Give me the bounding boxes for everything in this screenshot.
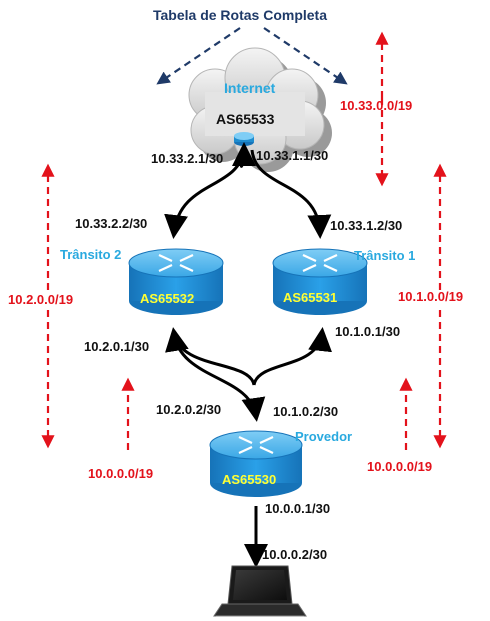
router-symbol-icon bbox=[302, 254, 338, 272]
router-symbol-icon bbox=[158, 254, 194, 272]
link-t1-down: 10.1.0.1/30 bbox=[335, 324, 401, 339]
router-transit1-name: Trânsito 1 bbox=[354, 248, 416, 263]
link-prov-down: 10.0.0.1/30 bbox=[265, 501, 331, 516]
router-provider-icon bbox=[209, 430, 303, 497]
router-provider-asn: AS65530 bbox=[222, 472, 277, 487]
router-transit1-icon bbox=[272, 248, 368, 315]
router-symbol-icon bbox=[238, 436, 274, 454]
route-prov-left: 10.0.0.0/19 bbox=[88, 466, 154, 481]
diagram-title: Tabela de Rotas Completa bbox=[153, 7, 328, 23]
route-t2-prefix: 10.2.0.0/19 bbox=[8, 292, 74, 307]
route-t1-prefix: 10.1.0.0/19 bbox=[398, 289, 464, 304]
internet-asn: AS65533 bbox=[216, 111, 275, 127]
link-prov-t2: 10.2.0.2/30 bbox=[156, 402, 222, 417]
router-provider-name: Provedor bbox=[295, 429, 353, 444]
link-laptop: 10.0.0.2/30 bbox=[262, 547, 328, 562]
route-internet-prefix: 10.33.0.0/19 bbox=[340, 98, 413, 113]
link-arrows bbox=[164, 142, 332, 568]
laptop-icon bbox=[213, 565, 307, 617]
router-transit2-icon bbox=[128, 248, 224, 315]
router-transit2-asn: AS65532 bbox=[140, 291, 195, 306]
link-t1-up: 10.33.1.2/30 bbox=[330, 218, 403, 233]
internet-label: Internet bbox=[224, 80, 276, 96]
link-prov-t1: 10.1.0.2/30 bbox=[273, 404, 339, 419]
route-prov-right: 10.0.0.0/19 bbox=[367, 459, 433, 474]
route-arrows bbox=[41, 31, 447, 450]
title-arrows bbox=[156, 27, 348, 85]
router-transit2-name: Trânsito 2 bbox=[60, 247, 122, 262]
link-t2-up: 10.33.2.2/30 bbox=[75, 216, 148, 231]
link-internet-t2: 10.33.2.1/30 bbox=[151, 151, 224, 166]
router-transit1-asn: AS65531 bbox=[283, 290, 338, 305]
link-t2-down: 10.2.0.1/30 bbox=[84, 339, 150, 354]
link-internet-t1: 10.33.1.1/30 bbox=[256, 148, 329, 163]
internet-router-icon bbox=[234, 132, 254, 146]
routers bbox=[128, 248, 368, 497]
